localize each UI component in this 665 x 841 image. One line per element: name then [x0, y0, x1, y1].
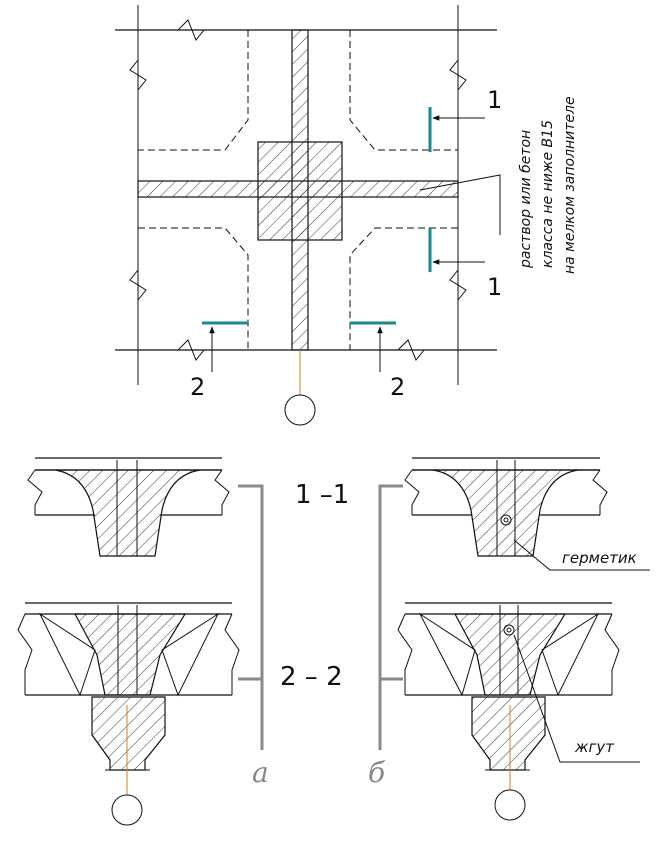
sealant-label: герметик — [562, 549, 637, 567]
note-line-2: класса не ниже В15 — [540, 120, 556, 268]
section-label-1-bottom: 1 — [487, 273, 502, 301]
note-line-3: на мелком заполнителе — [562, 96, 578, 274]
section-22-variant-a — [17, 602, 240, 826]
section-label-2-right: 2 — [390, 373, 405, 401]
variant-a-label: а — [252, 756, 269, 789]
variant-b-label: б — [368, 756, 386, 789]
plan-view: 1 1 2 2 раствор или бетон класса не ниже… — [115, 5, 578, 426]
section-22-title: 2 – 2 — [280, 662, 343, 692]
section-11-title: 1 –1 — [295, 480, 349, 510]
section-11-variant-b: герметик — [404, 457, 650, 571]
section-11-variant-a — [27, 457, 230, 557]
section-22-variant-b: жгут — [397, 602, 640, 821]
note-line-1: раствор или бетон — [518, 130, 534, 269]
section-label-2-left: 2 — [190, 373, 205, 401]
tourniquet-label: жгут — [574, 738, 615, 756]
section-label-1-top: 1 — [487, 86, 502, 114]
